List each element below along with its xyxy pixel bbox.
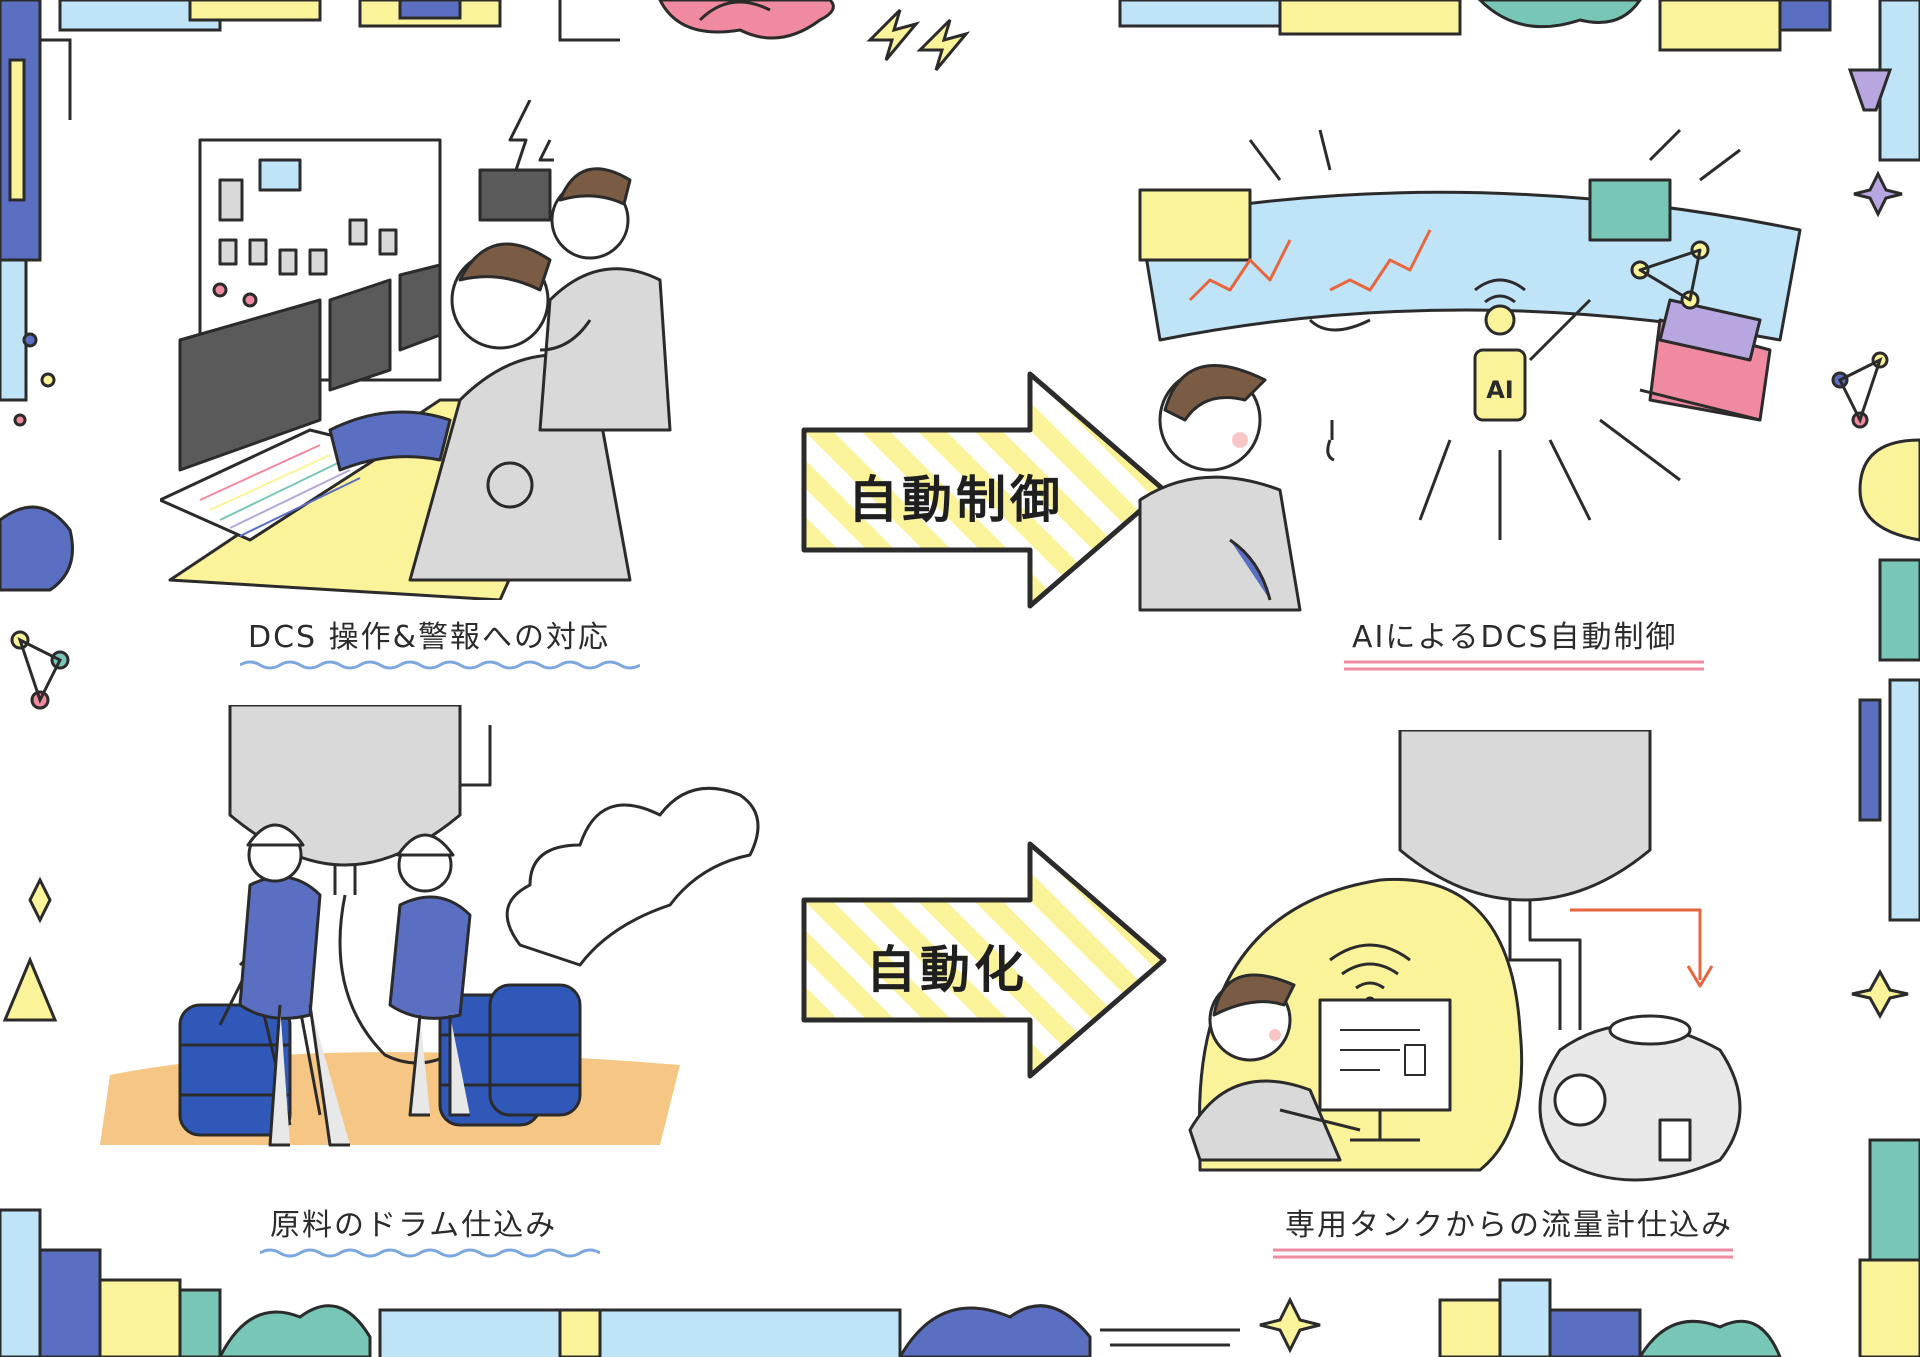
caption-text: 原料のドラム仕込み: [270, 1208, 558, 1243]
caption-drum-charging: 原料のドラム仕込み: [260, 1200, 600, 1258]
tank-flowmeter-illustration: [1180, 730, 1820, 1190]
caption-tank-flowmeter: 専用タンクからの流量計仕込み: [1273, 1200, 1733, 1259]
caption-dcs-operation: DCS 操作&警報への対応: [240, 612, 640, 670]
drum-charging-illustration: [100, 705, 780, 1175]
caption-text: DCS 操作&警報への対応: [248, 620, 611, 655]
control-room-illustration: [160, 100, 720, 600]
caption-ai-dcs: AIによるDCS自動制御: [1344, 612, 1704, 671]
ai-badge-text: AI: [1486, 376, 1514, 404]
arrow-auto-control: 自動制御: [800, 370, 1170, 610]
arrow-label-auto-control: 自動制御: [848, 471, 1064, 529]
ai-control-illustration: AI: [1120, 120, 1820, 620]
caption-text: AIによるDCS自動制御: [1352, 620, 1678, 655]
caption-text: 専用タンクからの流量計仕込み: [1285, 1208, 1733, 1243]
arrow-automation: 自動化: [800, 840, 1170, 1080]
arrow-label-automation: 自動化: [866, 941, 1028, 999]
